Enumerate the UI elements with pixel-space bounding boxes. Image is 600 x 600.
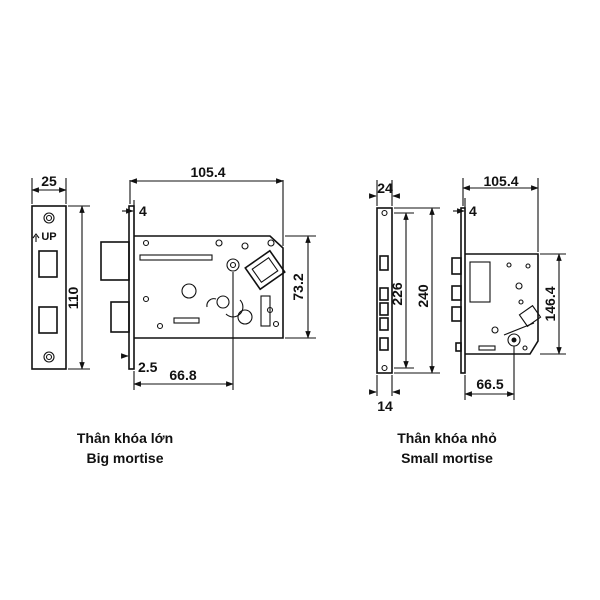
small-dimension-faceplate-bottom: 14	[369, 375, 400, 414]
small-dim-body-height: 146.4	[542, 286, 558, 321]
small-dimension-inner-height: 226	[389, 212, 414, 369]
small-mortise-caption: Thân khóa nhỏ Small mortise	[362, 428, 532, 468]
small-dim-faceplate-height: 240	[415, 284, 431, 308]
big-dim-faceplate-height: 110	[65, 286, 81, 309]
small-dim-faceplate-width: 24	[377, 180, 393, 196]
big-dimension-backset: 66.8	[133, 272, 234, 390]
small-dimension-faceplate-offset: 4	[453, 198, 477, 252]
small-faceplate-front-view	[376, 207, 393, 374]
small-dimension-body-height: 146.4	[540, 253, 566, 355]
big-dim-body-height: 73.2	[290, 273, 306, 300]
big-faceplate-front-view: UP	[31, 205, 67, 370]
small-dimension-body-depth: 105.4	[462, 173, 539, 252]
small-dimension-backset: 66.5	[464, 346, 515, 400]
big-caption-en: Big mortise	[86, 450, 164, 466]
big-caption-vn: Thân khóa lớn	[76, 430, 174, 446]
small-mortise-side-view	[451, 207, 542, 374]
small-caption-vn: Thân khóa nhỏ	[397, 430, 497, 446]
big-dim-faceplate-offset: 4	[139, 203, 147, 219]
big-mortise-caption: Thân khóa lớn Big mortise	[40, 428, 210, 468]
big-dim-backset: 66.8	[169, 367, 196, 383]
small-dim-backset: 66.5	[476, 376, 503, 392]
big-dim-faceplate-width: 25	[41, 173, 57, 189]
small-caption-en: Small mortise	[401, 450, 493, 466]
big-mortise-drawing: UP	[31, 164, 316, 390]
small-dimension-faceplate-height: 240	[394, 207, 440, 374]
small-dimension-faceplate-width: 24	[369, 180, 400, 206]
big-dimension-faceplate-thickness: 2.5	[121, 353, 158, 375]
big-dimension-body-height: 73.2	[285, 235, 316, 339]
small-dim-faceplate-bottom: 14	[377, 398, 393, 414]
big-dimension-faceplate-height: 110	[65, 205, 90, 370]
big-dim-body-depth: 105.4	[190, 164, 225, 180]
big-up-mark: UP	[41, 231, 56, 243]
big-dimension-body-depth: 105.4	[129, 164, 284, 246]
small-dim-faceplate-offset: 4	[469, 203, 477, 219]
small-dim-inner-height: 226	[389, 282, 405, 306]
big-dim-faceplate-thickness: 2.5	[138, 359, 158, 375]
small-mortise-drawing: 24 226 240 105.4 4	[369, 173, 566, 414]
big-mortise-side-view	[100, 205, 286, 370]
small-dim-body-depth: 105.4	[483, 173, 518, 189]
big-dimension-faceplate-width: 25	[31, 173, 67, 204]
big-dimension-faceplate-offset: 4	[122, 200, 147, 234]
